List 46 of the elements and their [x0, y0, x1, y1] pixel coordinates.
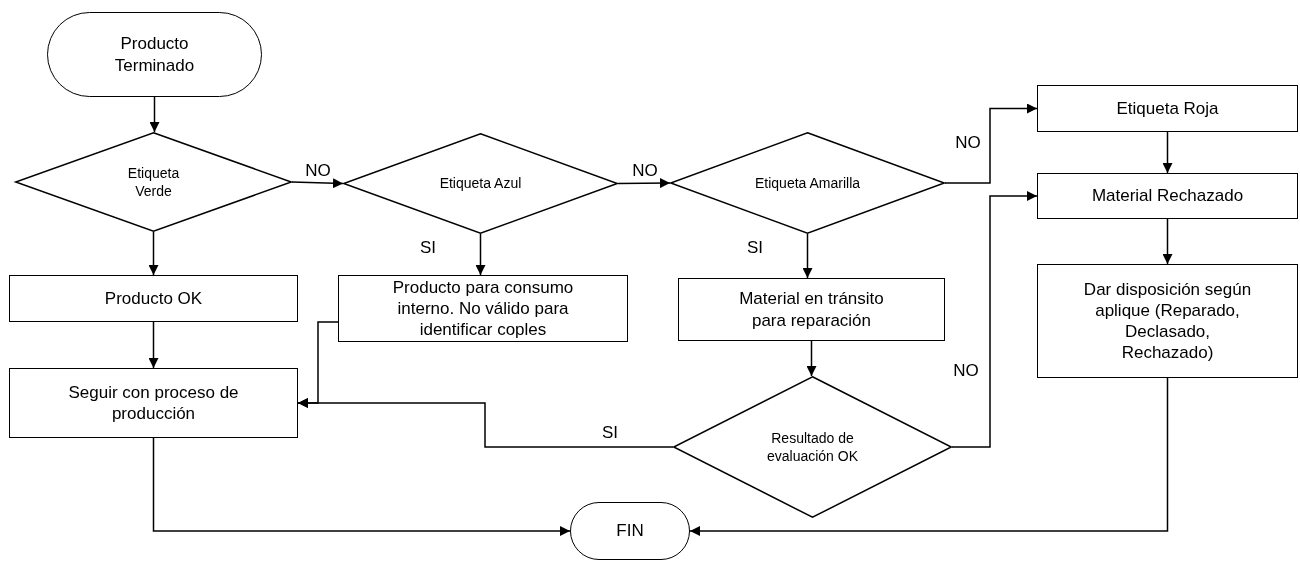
edge-label: SI: [418, 238, 438, 256]
process-box: [9, 275, 298, 322]
node-label: Resultado de evaluación OK: [765, 428, 860, 466]
arrow: [951, 191, 1038, 448]
edge-label: SI: [745, 238, 765, 256]
process-box: [678, 278, 945, 341]
node-label: FIN: [616, 520, 644, 542]
node-label: Dar disposición según aplique (Reparado, Declasado, Rechazado): [1082, 278, 1253, 364]
edge-label: NO: [954, 133, 982, 151]
arrow: [802, 233, 813, 279]
process-box: [338, 275, 628, 342]
process-box: [1037, 85, 1298, 132]
arrow: [149, 96, 160, 133]
arrow: [806, 340, 817, 377]
arrow: [475, 233, 486, 276]
edge-label: NO: [631, 161, 659, 179]
arrow: [617, 178, 671, 189]
arrow: [291, 178, 344, 189]
arrow: [152, 437, 571, 536]
arrow: [148, 231, 159, 276]
arrow: [148, 321, 159, 369]
node-label: Producto para consumo interno. No válido para identificar coples: [391, 276, 575, 341]
node-label: Etiqueta Azul: [439, 174, 522, 193]
process-box: [9, 368, 298, 438]
node-label: Etiqueta Roja: [1116, 97, 1219, 120]
arrow: [297, 398, 674, 448]
node-label: Etiqueta Verde: [126, 163, 181, 201]
decision-diamond: [673, 376, 952, 518]
decision-diamond: [15, 132, 292, 232]
node-label: Seguir con proceso de producción: [67, 381, 240, 425]
node-label: Producto Terminado: [113, 33, 196, 76]
arrow: [1162, 218, 1173, 265]
decision-diamond: [343, 133, 618, 234]
decision-diamond: [670, 132, 945, 234]
process-box: [1037, 264, 1298, 378]
node-label: Producto OK: [104, 287, 203, 310]
edge-label: NO: [304, 161, 332, 179]
edge-label: SI: [600, 423, 620, 441]
arrow: [1162, 131, 1173, 174]
process-box: [1037, 173, 1298, 219]
node-label: Material Rechazado: [1091, 185, 1244, 207]
edge-label: NO: [952, 361, 980, 379]
arrow: [944, 103, 1038, 184]
node-label: Etiqueta Amarilla: [754, 173, 861, 193]
arrow: [689, 377, 1169, 536]
node-label: Material en tránsito para reparación: [738, 288, 885, 331]
